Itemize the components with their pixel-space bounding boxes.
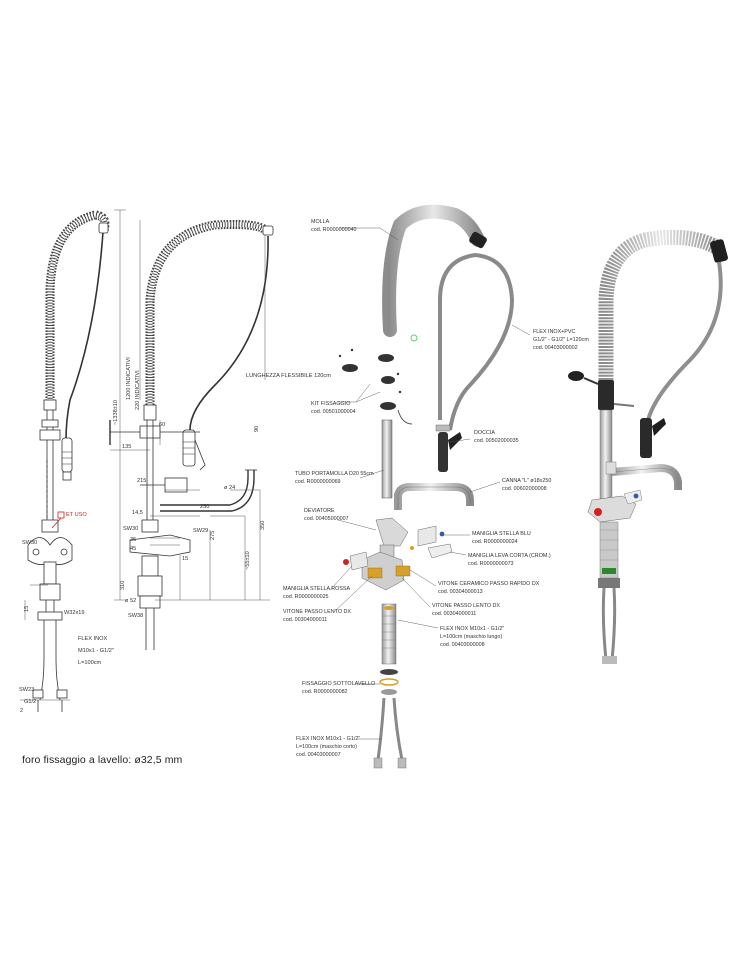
spring-cap-left [98, 222, 109, 234]
callout-maniglia-blu: MANIGLIA STELLA BLU [472, 531, 531, 537]
dim-sw23: SW23 [19, 687, 34, 693]
callout-tubo-code: cod. R0000000069 [295, 479, 341, 485]
exploded-hose [438, 252, 515, 431]
label-indicative-1200: 1200 INDICATIVI [126, 357, 132, 400]
callout-fissaggio-sottolavello-code: cod. R0000000082 [302, 689, 348, 695]
dim-310: 310 [120, 581, 126, 590]
hose-centre [189, 235, 269, 431]
callout-flex-pvc-code: cod. 00403000002 [533, 345, 578, 351]
callout-vitone-lento-right: VITONE PASSO LENTO DX [432, 603, 500, 609]
dim-60: 60 [159, 422, 165, 428]
dim-55: ~55±10 [245, 551, 251, 570]
callout-canna-code: cod. 00602000008 [502, 486, 547, 492]
callout-vitone-lento-right-code: cod. 00304000011 [432, 611, 476, 617]
label-flex-inox-1: FLEX INOX [78, 636, 107, 642]
callout-flex-corto-code: cod. 00403000007 [296, 752, 341, 758]
exploded-shower-head [435, 424, 462, 472]
callout-maniglia-blu-code: cod. R0000000024 [472, 539, 518, 545]
dim-90: 90 [254, 426, 260, 432]
callout-vitone-ceramico-code: cod. 00304000013 [438, 589, 483, 595]
label-flexible-length: LUNGHEZZA FLESSIBILE 120cm [246, 373, 331, 379]
callout-flex-lungo: FLEX INOX M10x1 - G1/2" [440, 626, 504, 632]
sink-hole-note: foro fissaggio a lavello: ø32,5 mm [22, 754, 183, 766]
dim-sw30-centre: SW30 [123, 526, 138, 532]
dim-215: 215 [137, 478, 146, 484]
callout-deviatore: DEVIATORE [304, 508, 335, 514]
callout-doccia: DOCCIA [474, 430, 495, 436]
dim-52: ø 52 [125, 598, 136, 604]
dim-sw30-left: SW30 [22, 540, 37, 546]
label-et-uso: ET USO [66, 512, 87, 518]
dim-35: 35 [130, 537, 136, 543]
dim-250: 250 [200, 504, 209, 510]
label-flex-inox-2: M10x1 - G1/2" [78, 648, 114, 654]
kit-fissaggio [338, 348, 413, 425]
dim-w32: W32x19 [64, 610, 85, 616]
callout-molla-code: cod. R0000000040 [311, 227, 357, 233]
dim-14-5: 14,5 [132, 510, 143, 516]
assembled-render [568, 229, 728, 664]
callout-flex-lungo-line2: L=100cm (maschio lungo) [440, 634, 502, 640]
callout-flex-lungo-code: cod. 00403000008 [440, 642, 485, 648]
handle-blue [417, 525, 437, 547]
label-overall-height: ~1338±10 [113, 400, 119, 425]
dim-275: 275 [210, 531, 216, 540]
callout-deviatore-code: cod. 00405000007 [304, 516, 349, 522]
callout-maniglia-leva-code: cod. R0000000073 [468, 561, 514, 567]
dim-sw38: SW38 [128, 613, 143, 619]
label-flex-inox-3: L=100cm [78, 660, 102, 666]
callout-molla: MOLLA [311, 219, 330, 225]
dim-15: 15 [182, 556, 188, 562]
dim-g12: G1/2 [24, 699, 36, 705]
callout-vitone-lento-left-code: cod. 00304000011 [283, 617, 327, 623]
callout-maniglia-rossa: MANIGLIA STELLA ROSSA [283, 586, 351, 592]
callouts: MOLLA cod. R0000000040 KIT FISSAGGIO cod… [283, 219, 589, 758]
callout-flex-pvc: FLEX INOX+PVC [533, 329, 575, 335]
exploded-spring [382, 204, 485, 337]
dim-15-left: 15 [24, 606, 30, 612]
label-indicative-220: 220 INDICATIVI [135, 370, 141, 410]
callout-kit-fissaggio: KIT FISSAGGIO [311, 401, 350, 407]
hose-left [65, 231, 104, 441]
callout-vitone-ceramico: VITONE CERAMICO PASSO RAPIDO DX [438, 581, 540, 587]
dim-45: 45 [130, 546, 136, 552]
handle-red [349, 551, 369, 571]
handle-lever [427, 543, 453, 559]
dimension-texts: LUNGHEZZA FLESSIBILE 120cm 1200 INDICATI… [19, 357, 331, 714]
dim-phi24: ø 24 [224, 485, 235, 491]
callout-flex-pvc-line2: G1/2" - G1/2" L=120cm [533, 337, 589, 343]
callout-flex-corto-line2: L=100cm (maschio corto) [296, 744, 357, 750]
dimension-drawing [20, 209, 274, 712]
exploded-view: MOLLA cod. R0000000040 KIT FISSAGGIO cod… [283, 204, 589, 769]
callout-canna: CANNA "L" ø18x250 [502, 478, 551, 484]
callout-doccia-code: cod. 00502000035 [474, 438, 519, 444]
callout-tubo: TUBO PORTAMOLLA D20 55cm [295, 471, 374, 477]
callout-maniglia-rossa-code: cod. R0000000025 [283, 594, 329, 600]
callout-flex-corto: FLEX INOX M10x1 - G1/2" [296, 736, 360, 742]
dim-sw29: SW29 [193, 528, 208, 534]
callout-maniglia-leva: MANIGLIA LEVA CORTA (CROM.) [468, 553, 551, 559]
dim-2: 2 [20, 708, 23, 714]
exploded-spout [394, 483, 474, 510]
dim-350: 350 [260, 521, 266, 530]
callout-kit-fissaggio-code: cod. 00501000004 [311, 409, 356, 415]
dim-135: 135 [122, 444, 131, 450]
exploded-body [361, 517, 411, 591]
callout-vitone-lento-left: VITONE PASSO LENTO DX [283, 609, 351, 615]
callout-fissaggio-sottolavello: FISSAGGIO SOTTOLAVELLO [302, 681, 375, 687]
